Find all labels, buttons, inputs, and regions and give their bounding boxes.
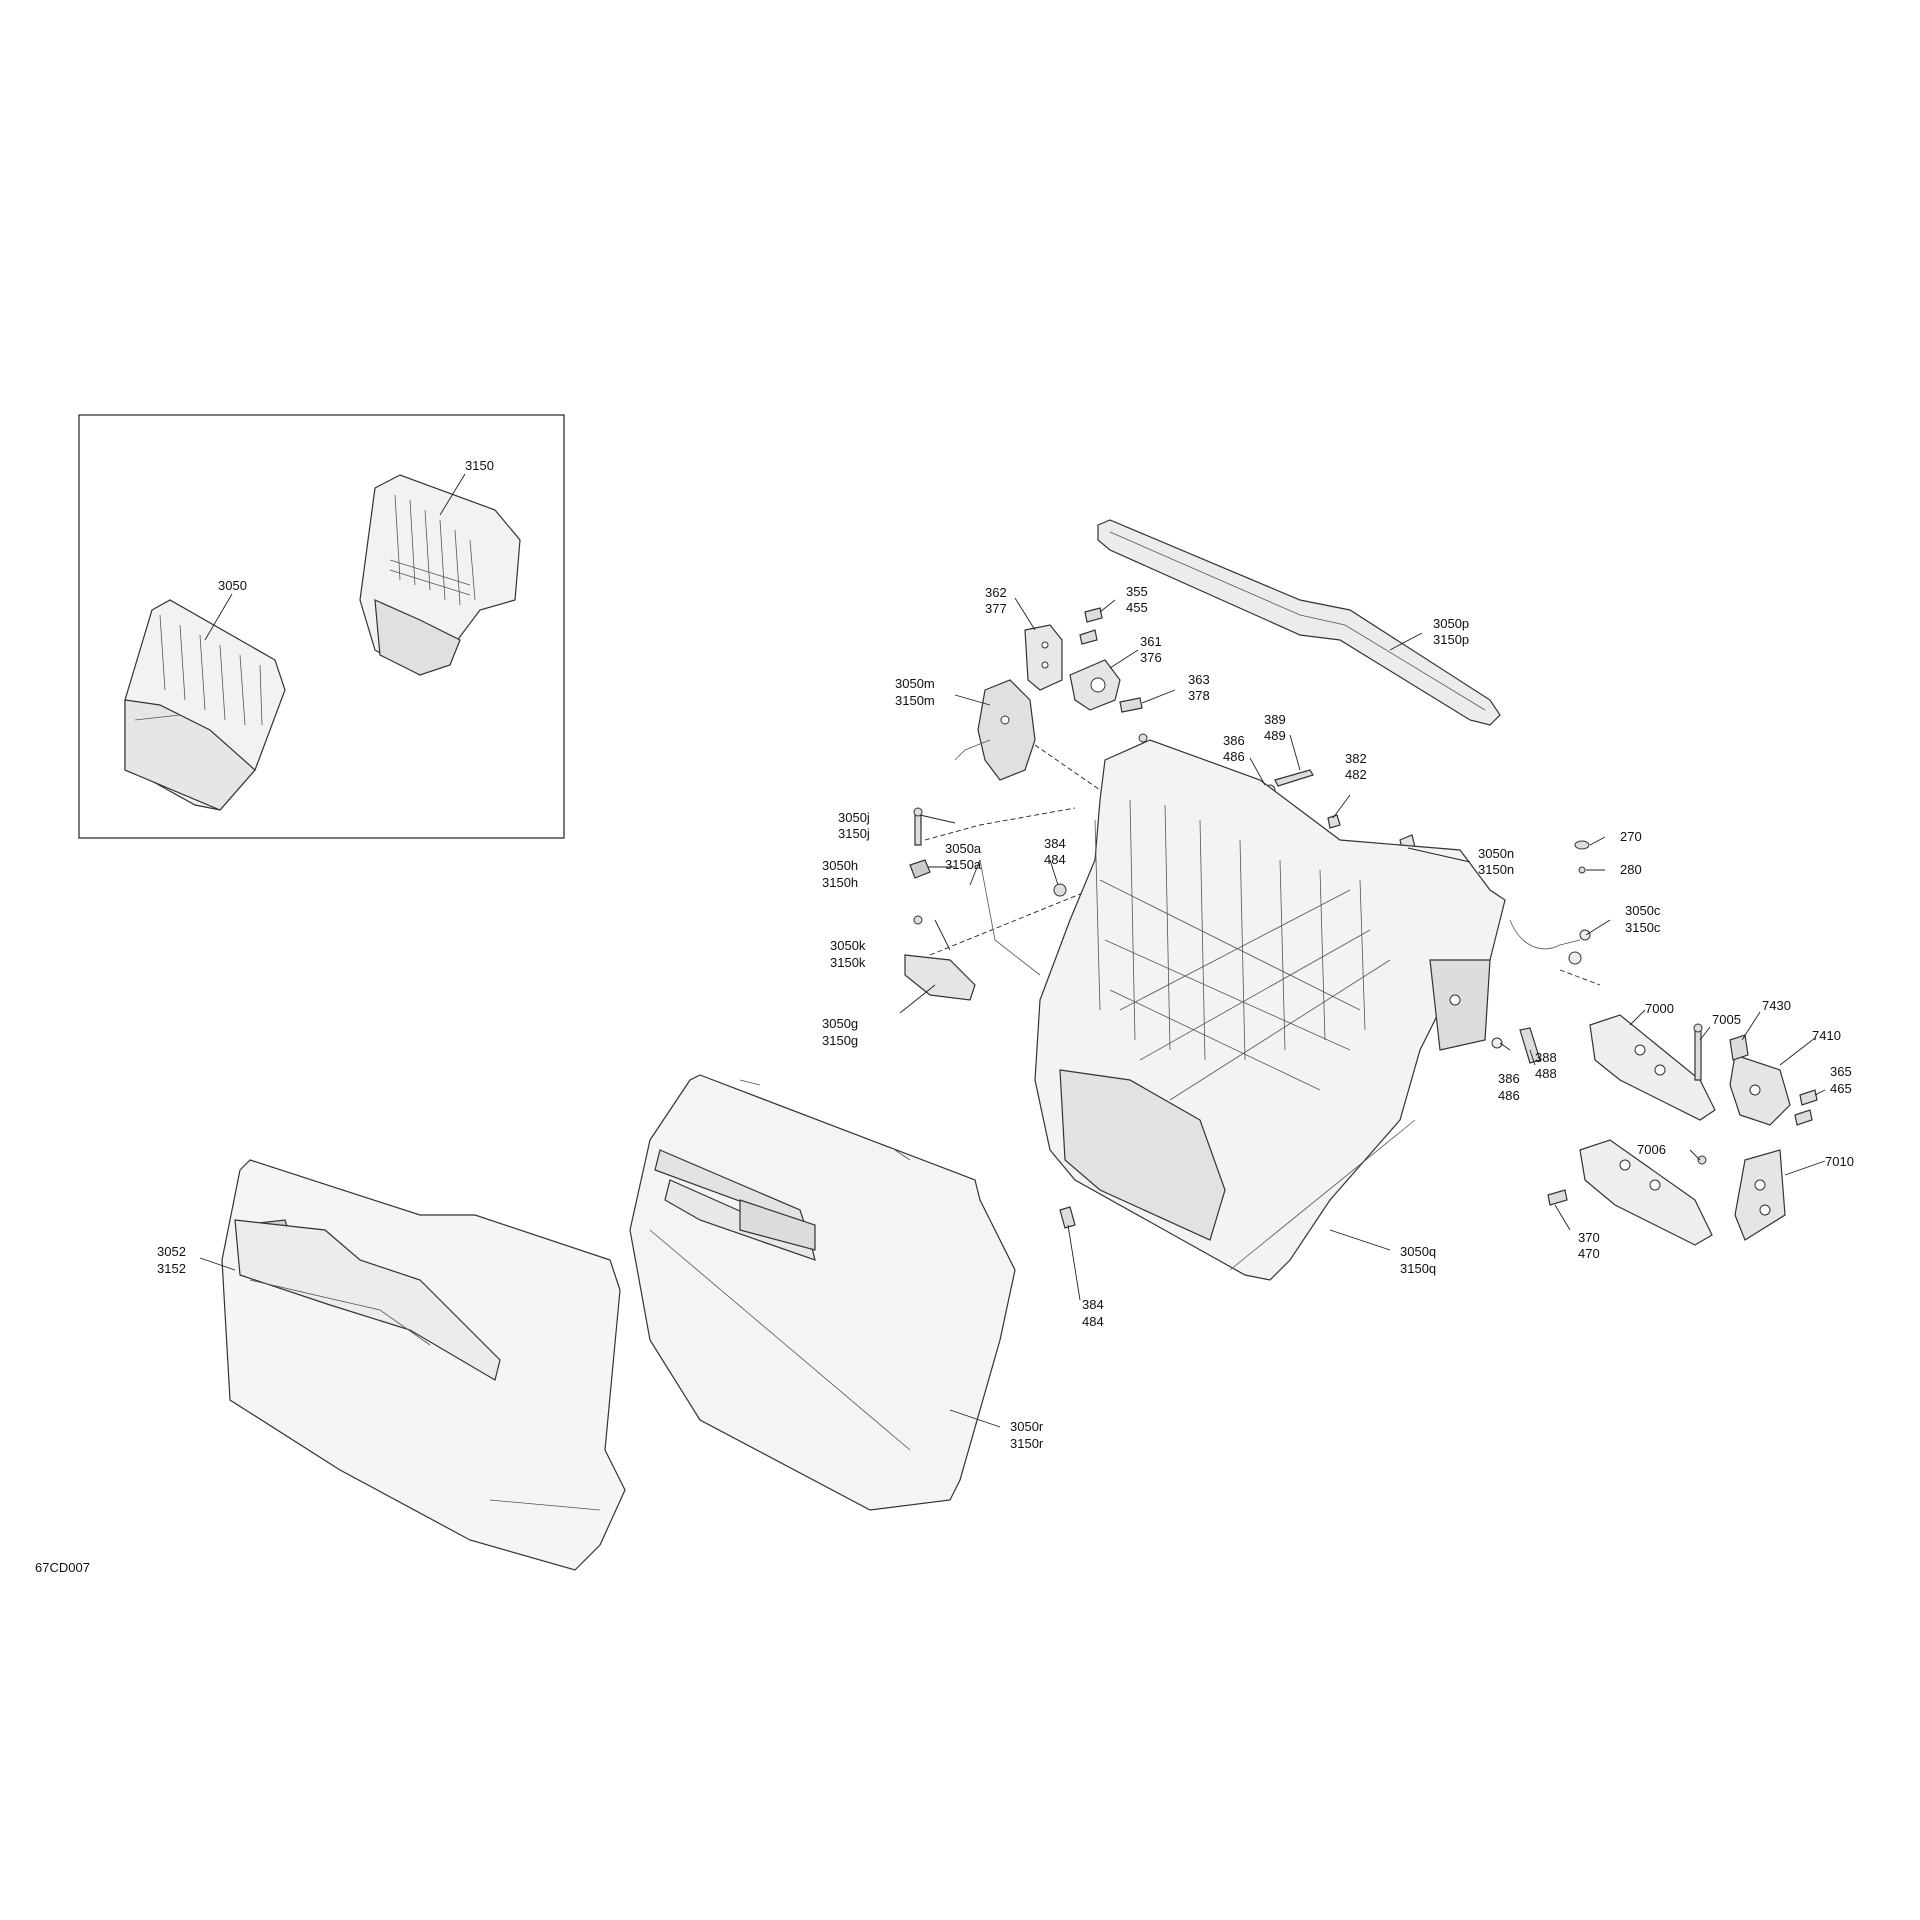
latch-mechanism-part: [954, 679, 1036, 781]
label-7000: 7000: [1645, 1001, 1674, 1016]
label-3050a: 3050a: [945, 841, 982, 856]
label-3150a: 3150a: [945, 857, 982, 872]
label-486-right: 486: [1498, 1088, 1520, 1103]
screw-363-part: [1119, 697, 1148, 743]
label-489: 489: [1264, 728, 1286, 743]
label-470: 470: [1578, 1246, 1600, 1261]
label-370: 370: [1578, 1230, 1600, 1245]
label-3052: 3052: [157, 1244, 186, 1259]
label-486-top: 486: [1223, 749, 1245, 764]
inset-label-3050: 3050: [218, 578, 247, 593]
drawing-code: 67CD007: [35, 1560, 90, 1575]
label-7006: 7006: [1637, 1142, 1666, 1157]
striker-361-part: [1069, 659, 1121, 711]
label-3050r: 3050r: [1010, 1419, 1044, 1434]
label-270: 270: [1620, 829, 1642, 844]
inset-label-3150: 3150: [465, 458, 494, 473]
label-3150q: 3150q: [1400, 1261, 1436, 1276]
hinge-7410-part: [1729, 1054, 1818, 1126]
label-377: 377: [985, 601, 1007, 616]
hinge-pin-7005-part: [1693, 1023, 1703, 1081]
plate-7010-part: [1734, 1149, 1786, 1241]
label-3050q: 3050q: [1400, 1244, 1436, 1259]
door-panel-3050r-part: [629, 1074, 1016, 1511]
label-465: 465: [1830, 1081, 1852, 1096]
label-355: 355: [1126, 584, 1148, 599]
inset-part-3050-drawing: [124, 599, 286, 811]
label-488: 488: [1535, 1066, 1557, 1081]
inset-part-3150-drawing: [359, 474, 521, 676]
small-hardware-parts: [904, 769, 1591, 1229]
door-frame-part: [1034, 739, 1506, 1281]
label-363: 363: [1188, 672, 1210, 687]
label-280: 280: [1620, 862, 1642, 877]
label-3050m: 3050m: [895, 676, 935, 691]
label-3050g: 3050g: [822, 1016, 858, 1031]
label-384-upper: 384: [1044, 836, 1066, 851]
label-382: 382: [1345, 751, 1367, 766]
hinge-7430-part: [1729, 1034, 1749, 1061]
label-3050n: 3050n: [1478, 846, 1514, 861]
label-3150n: 3150n: [1478, 862, 1514, 877]
latch-bracket-part: [1024, 624, 1063, 691]
label-3050p: 3050p: [1433, 616, 1469, 631]
label-365: 365: [1830, 1064, 1852, 1079]
label-482: 482: [1345, 767, 1367, 782]
label-3150h: 3150h: [822, 875, 858, 890]
label-361: 361: [1140, 634, 1162, 649]
label-3150k: 3150k: [830, 955, 866, 970]
label-378: 378: [1188, 688, 1210, 703]
label-3050k: 3050k: [830, 938, 866, 953]
label-3050c: 3050c: [1625, 903, 1661, 918]
label-3150p: 3150p: [1433, 632, 1469, 647]
leader-lines: [199, 597, 1826, 1428]
label-7005: 7005: [1712, 1012, 1741, 1027]
label-3150c: 3150c: [1625, 920, 1661, 935]
label-3150m: 3150m: [895, 693, 935, 708]
screw-370-part: [1547, 1189, 1568, 1206]
label-384-lower: 384: [1082, 1297, 1104, 1312]
label-3152: 3152: [157, 1261, 186, 1276]
top-rail-part: [1097, 519, 1501, 726]
label-386-right: 386: [1498, 1071, 1520, 1086]
label-455: 455: [1126, 600, 1148, 615]
label-7010: 7010: [1825, 1154, 1854, 1169]
inset-assembly-view: 3150 3050: [78, 414, 565, 839]
hinge-7000-part: [1589, 1014, 1716, 1121]
label-3150r: 3150r: [1010, 1436, 1044, 1451]
label-7410: 7410: [1812, 1028, 1841, 1043]
label-3050h: 3050h: [822, 858, 858, 873]
label-362: 362: [985, 585, 1007, 600]
label-3150g: 3150g: [822, 1033, 858, 1048]
door-panel-3052-part: [221, 1159, 626, 1571]
label-388: 388: [1535, 1050, 1557, 1065]
label-484-upper: 484: [1044, 852, 1066, 867]
label-376: 376: [1140, 650, 1162, 665]
label-386-top: 386: [1223, 733, 1245, 748]
label-7430: 7430: [1762, 998, 1791, 1013]
hinge-lower-part: [1579, 1139, 1713, 1246]
screws-355-part: [1079, 607, 1103, 645]
callout-labels: 362 377 355 455 361 376 363 378 3050p 31…: [157, 584, 1854, 1451]
label-3050j: 3050j: [838, 810, 870, 825]
label-389: 389: [1264, 712, 1286, 727]
label-3150j: 3150j: [838, 826, 870, 841]
label-484-lower: 484: [1082, 1314, 1104, 1329]
